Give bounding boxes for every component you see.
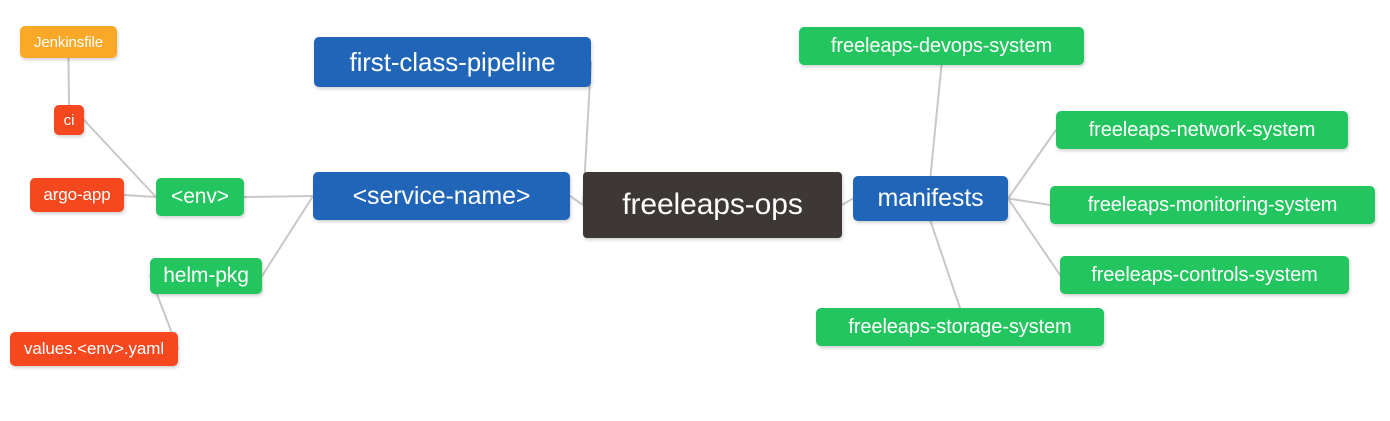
edge-service-name-to-env — [243, 195, 314, 198]
edge-manifests-to-freeleaps-network-system — [1007, 129, 1057, 200]
mindmap-node-freeleaps-network-system[interactable]: freeleaps-network-system — [1056, 111, 1348, 149]
mindmap-node-freeleaps-monitoring-system[interactable]: freeleaps-monitoring-system — [1050, 186, 1375, 224]
mindmap-node-ci[interactable]: ci — [54, 105, 84, 135]
mindmap-node-freeleaps-ops[interactable]: freeleaps-ops — [583, 172, 842, 238]
mindmap-node-env[interactable]: <env> — [156, 178, 244, 216]
edge-service-name-to-helm-pkg — [261, 195, 314, 277]
mindmap-node-jenkinsfile[interactable]: Jenkinsfile — [20, 26, 117, 58]
edge-manifests-to-freeleaps-devops-system — [929, 64, 943, 177]
mindmap-node-service-name[interactable]: <service-name> — [313, 172, 570, 220]
mindmap-node-freeleaps-devops-system[interactable]: freeleaps-devops-system — [799, 27, 1084, 65]
edge-freeleaps-ops-to-manifests — [841, 197, 854, 206]
mindmap-node-freeleaps-controls-system[interactable]: freeleaps-controls-system — [1060, 256, 1349, 294]
edge-manifests-to-freeleaps-storage-system — [929, 220, 961, 309]
mindmap-node-values-env-yaml[interactable]: values.<env>.yaml — [10, 332, 178, 366]
mindmap-node-manifests[interactable]: manifests — [853, 176, 1008, 221]
edge-env-to-argo-app — [123, 194, 157, 198]
edge-freeleaps-ops-to-service-name — [569, 195, 584, 206]
edge-ci-to-jenkinsfile — [67, 57, 70, 106]
mindmap-node-first-class-pipeline[interactable]: first-class-pipeline — [314, 37, 591, 87]
mindmap-node-freeleaps-storage-system[interactable]: freeleaps-storage-system — [816, 308, 1104, 346]
mindmap-node-helm-pkg[interactable]: helm-pkg — [150, 258, 262, 294]
edge-manifests-to-freeleaps-monitoring-system — [1007, 197, 1051, 206]
mindmap-node-argo-app[interactable]: argo-app — [30, 178, 124, 212]
